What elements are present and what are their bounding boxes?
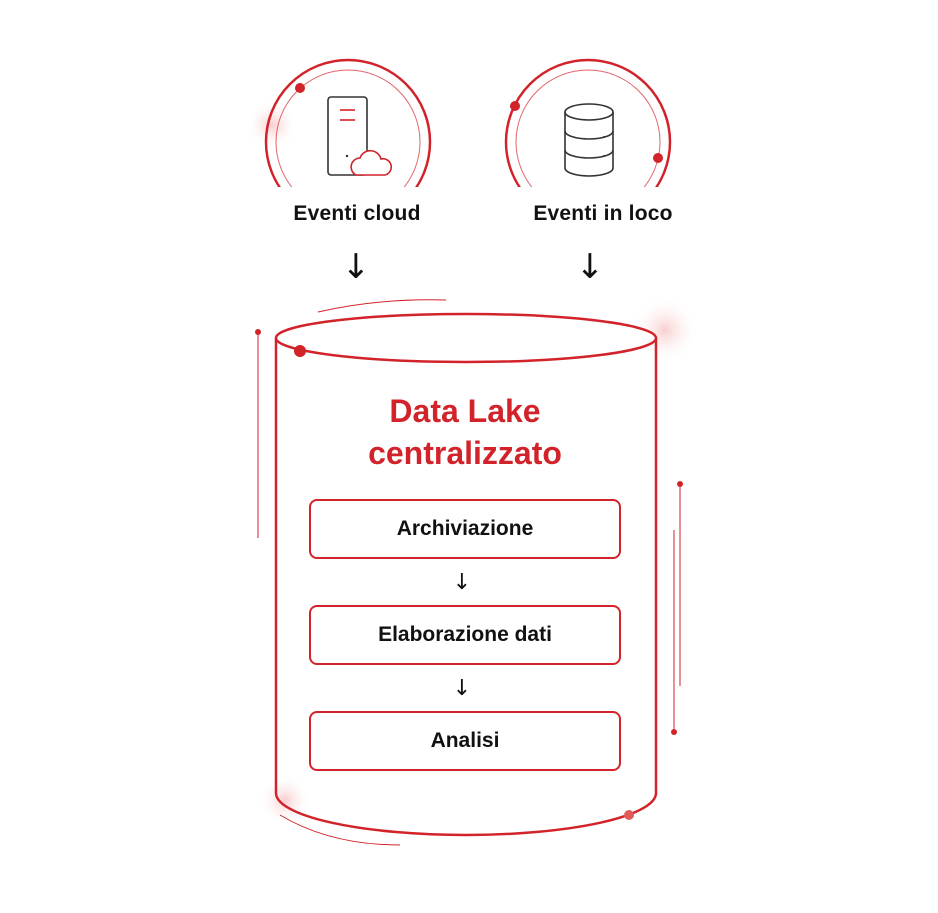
data-lake-cylinder [274,312,658,837]
accent-dot [255,329,261,335]
decor-arc [279,814,401,846]
onprem-events-label: Eventi in loco [533,202,673,225]
accent-dot [624,810,634,820]
accent-dot [653,153,663,163]
data-lake-title-line1: Data Lake [389,393,541,429]
accent-dot [677,481,683,487]
cloud-source-node [264,58,432,187]
decor-arc [317,299,447,313]
database-icon [564,103,614,177]
step-processing-box: Elaborazione dati [309,605,621,665]
onprem-source-node [504,58,672,187]
accent-dot [295,83,305,93]
step-storage-box: Archiviazione [309,499,621,559]
down-arrow-icon: ↓ [452,570,472,595]
glow-decoration [631,296,699,364]
glow-decoration [246,99,298,151]
step-analysis-box: Analisi [309,711,621,771]
data-lake-title-line2: centralizzato [368,435,562,471]
server-cloud-icon [327,96,393,176]
down-arrow-icon: ↓ [575,247,605,287]
down-arrow-icon: ↓ [452,676,472,701]
accent-dot [294,345,306,357]
down-arrow-icon: ↓ [341,247,371,287]
cloud-events-label: Eventi cloud [293,202,421,225]
data-lake-title: Data Lake centralizzato [300,390,630,474]
accent-dot [671,729,677,735]
accent-dot [510,101,520,111]
